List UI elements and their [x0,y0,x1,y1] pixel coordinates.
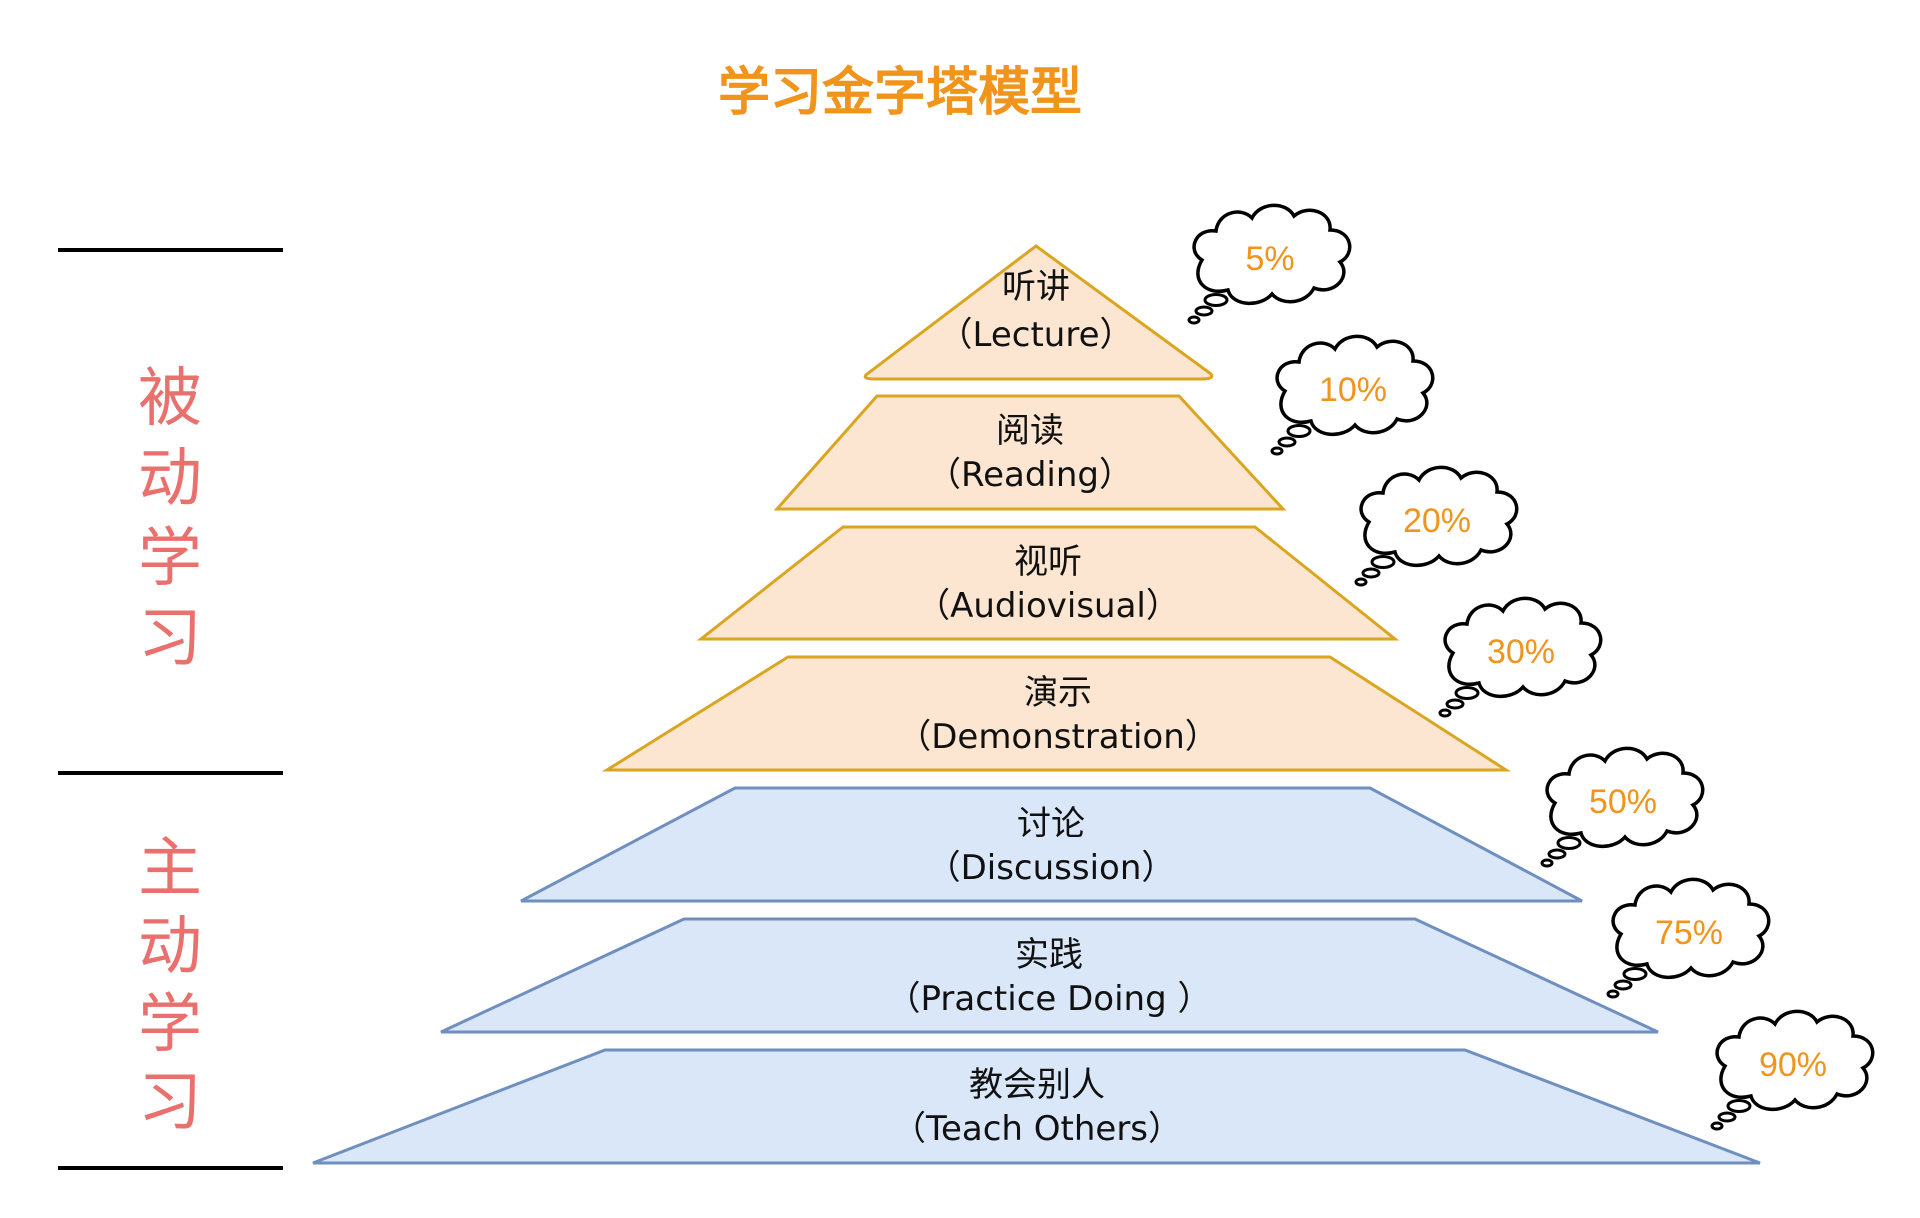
retention-bubble-lecture: 5% [1187,203,1352,325]
thought-dot-icon [1203,293,1229,307]
thought-dot-icon [1622,967,1648,981]
passive-learning-label: 被 动 学 习 [138,362,202,676]
layer-chinese-label: 听讲 [1002,267,1070,307]
layer-chinese-label: 教会别人 [969,1065,1105,1105]
thought-dot-icon [1454,686,1480,700]
thought-dot-icon [1547,848,1567,860]
retention-percent: 10% [1319,371,1387,409]
passive-label-char: 习 [138,602,202,676]
layer-shape [696,525,1400,641]
layer-shape [863,244,1214,381]
layer-english-label: （Demonstration） [897,717,1219,757]
layer-shape [773,394,1287,511]
retention-bubble-teach-others: 90% [1710,1009,1875,1131]
layer-shape [440,917,1659,1034]
retention-percent: 5% [1245,240,1294,278]
active-label-char: 动 [138,910,202,984]
layer-chinese-label: 讨论 [1017,804,1085,844]
passive-label-char: 被 [138,362,202,436]
pyramid-layer-discussion: 讨论 （Discussion） [520,786,1583,903]
passive-label-char: 动 [138,442,202,516]
thought-dot-icon [1726,1099,1752,1113]
thought-dot-icon [1540,858,1554,868]
thought-dot-icon [1606,989,1620,999]
pyramid-layer-audiovisual: 视听 （Audiovisual） [696,525,1400,641]
pyramid-layer-demonstration: 演示 （Demonstration） [601,655,1512,772]
thought-dot-icon [1710,1121,1724,1131]
retention-percent: 30% [1487,633,1555,671]
retention-bubble-discussion: 50% [1540,746,1705,868]
layer-english-label: （Reading） [927,455,1133,495]
retention-percent: 50% [1589,783,1657,821]
thought-dot-icon [1556,836,1582,850]
thought-dot-icon [1270,446,1284,456]
layer-english-label: （Discussion） [927,848,1176,888]
layer-shape [312,1048,1761,1165]
passive-label-char: 学 [138,522,202,596]
layer-english-label: （Audiovisual） [916,586,1180,626]
retention-percent: 90% [1759,1046,1827,1084]
layer-english-label: （Lecture） [939,315,1134,355]
thought-dot-icon [1361,567,1381,579]
thought-dot-icon [1187,315,1201,325]
layer-english-label: （Teach Others） [892,1109,1182,1149]
layer-chinese-label: 演示 [1024,673,1092,713]
pyramid-layer-practice: 实践 （Practice Doing ） [440,917,1659,1034]
layer-shape [601,655,1512,772]
active-label-char: 习 [138,1066,202,1140]
active-label-char: 主 [138,832,202,906]
thought-dot-icon [1194,305,1214,317]
thought-dot-icon [1286,424,1312,438]
retention-bubble-reading: 10% [1270,334,1435,456]
layer-english-label: （Practice Doing ） [887,979,1212,1019]
layer-chinese-label: 实践 [1015,935,1083,975]
layer-shape [520,786,1583,903]
retention-percent: 20% [1403,502,1471,540]
thought-dot-icon [1277,436,1297,448]
thought-dot-icon [1445,698,1465,710]
layer-chinese-label: 视听 [1014,542,1082,582]
thought-dot-icon [1717,1111,1737,1123]
active-learning-label: 主 动 学 习 [138,832,202,1140]
active-label-char: 学 [138,988,202,1062]
thought-dot-icon [1354,577,1368,587]
pyramid-layer-teach-others: 教会别人 （Teach Others） [312,1048,1761,1165]
retention-bubble-audiovisual: 20% [1354,465,1519,587]
retention-bubble-practice: 75% [1606,877,1771,999]
thought-dot-icon [1613,979,1633,991]
thought-dot-icon [1370,555,1396,569]
layer-chinese-label: 阅读 [996,411,1064,451]
thought-dot-icon [1438,708,1452,718]
pyramid-layer-lecture: 听讲 （Lecture） [863,244,1214,381]
retention-percent: 75% [1655,914,1723,952]
pyramid-layer-reading: 阅读 （Reading） [773,394,1287,511]
retention-bubble-demonstration: 30% [1438,596,1603,718]
page-title: 学习金字塔模型 [718,63,1082,123]
